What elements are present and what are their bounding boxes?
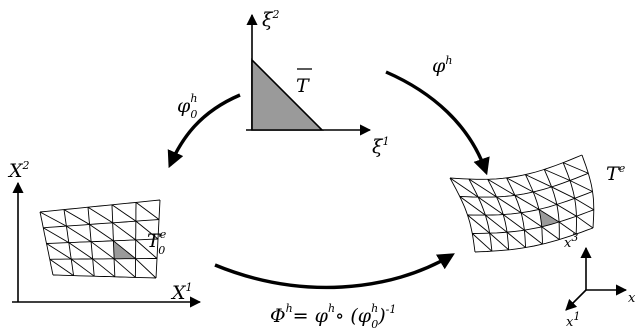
mesh-diagonal bbox=[113, 240, 136, 260]
mesh-diagonal bbox=[89, 224, 114, 242]
mesh-diagonal bbox=[449, 177, 479, 198]
mesh-diagonal bbox=[487, 178, 516, 196]
phih-label: φh bbox=[432, 54, 452, 77]
mesh-diagonal bbox=[92, 258, 116, 278]
mesh-diagonal bbox=[111, 204, 137, 222]
mesh-diagonal bbox=[70, 258, 95, 277]
X2-label: X2 bbox=[7, 159, 30, 182]
deformed-mesh-panel: Te x3 x1 x bbox=[449, 154, 636, 330]
X1-label: X1 bbox=[170, 281, 193, 304]
mesh-diagonal bbox=[520, 212, 542, 228]
deformed-mesh bbox=[449, 154, 595, 253]
mesh-diagonal bbox=[506, 231, 526, 248]
x3-label: x3 bbox=[564, 231, 578, 251]
mesh-diagonal bbox=[112, 222, 136, 241]
mesh-diagonal bbox=[525, 174, 552, 188]
mesh-diagonal bbox=[46, 243, 72, 260]
mesh-diagonal bbox=[467, 214, 490, 234]
composed-map-arrow bbox=[214, 253, 455, 290]
mesh-diagonal bbox=[468, 178, 497, 198]
mesh-line bbox=[39, 199, 161, 213]
mesh-diagonal bbox=[135, 239, 158, 259]
mesh-diagonal bbox=[471, 233, 493, 252]
mesh-diagonal bbox=[63, 209, 90, 225]
mesh-diagonal bbox=[506, 177, 534, 193]
initial-mesh bbox=[39, 199, 161, 279]
mesh-diagonal bbox=[135, 220, 159, 240]
mesh-diagonal bbox=[489, 232, 510, 251]
mesh-diagonal bbox=[562, 162, 589, 174]
mesh-diagonal bbox=[87, 206, 113, 224]
mesh-line bbox=[52, 274, 157, 279]
mesh-diagonal bbox=[556, 204, 577, 217]
mesh-diagonal bbox=[569, 180, 593, 192]
Te-label: Te bbox=[606, 162, 626, 185]
mesh-diagonal bbox=[514, 194, 540, 210]
mesh-diagonal bbox=[68, 242, 93, 260]
mesh-diagonal bbox=[39, 211, 67, 227]
t-bar-label: T bbox=[296, 75, 310, 97]
x1-axis bbox=[565, 289, 587, 311]
x2-label: x bbox=[628, 291, 636, 306]
mesh-diagonal bbox=[576, 215, 594, 229]
mesh-diagonal bbox=[551, 186, 575, 199]
x1-label: x1 bbox=[566, 310, 580, 330]
mesh-diagonal bbox=[49, 258, 74, 276]
shaded-element bbox=[538, 209, 560, 227]
mesh-line bbox=[49, 258, 157, 260]
reference-triangle bbox=[251, 58, 324, 131]
mesh-diagonal bbox=[90, 241, 115, 260]
mesh-line bbox=[46, 238, 159, 244]
xi2-label: ξ2 bbox=[262, 8, 279, 31]
reference-element: ξ2 ξ1 T bbox=[246, 8, 389, 158]
mesh-diagonal bbox=[459, 196, 486, 216]
mesh-diagonal bbox=[135, 258, 157, 279]
mesh-diagonal bbox=[533, 191, 557, 205]
mesh-diagonal bbox=[541, 226, 560, 240]
mesh-diagonal bbox=[524, 229, 543, 245]
mesh-diagonal bbox=[574, 197, 595, 211]
mesh-diagonal bbox=[113, 258, 136, 278]
mesh-diagonal bbox=[558, 221, 577, 235]
mesh-line bbox=[472, 209, 594, 234]
mesh-diagonal bbox=[477, 196, 504, 215]
mesh-diagonal bbox=[538, 208, 560, 223]
mesh-diagonal bbox=[66, 225, 92, 243]
mesh-diagonal bbox=[43, 227, 70, 243]
mesh-line bbox=[43, 219, 160, 229]
phi0h-arrow bbox=[167, 93, 241, 169]
mesh-diagonal bbox=[135, 202, 160, 220]
mesh-diagonal bbox=[544, 168, 571, 181]
xi1-label: ξ1 bbox=[372, 135, 389, 158]
mesh-line bbox=[474, 227, 594, 253]
mesh-diagonal bbox=[485, 214, 508, 233]
mesh-diagonal bbox=[496, 196, 522, 214]
mesh-line bbox=[449, 154, 583, 180]
mesh-line bbox=[467, 191, 593, 216]
mesh-line bbox=[459, 172, 589, 198]
mesh-diagonal bbox=[502, 214, 525, 231]
phih-arrow bbox=[385, 70, 490, 176]
